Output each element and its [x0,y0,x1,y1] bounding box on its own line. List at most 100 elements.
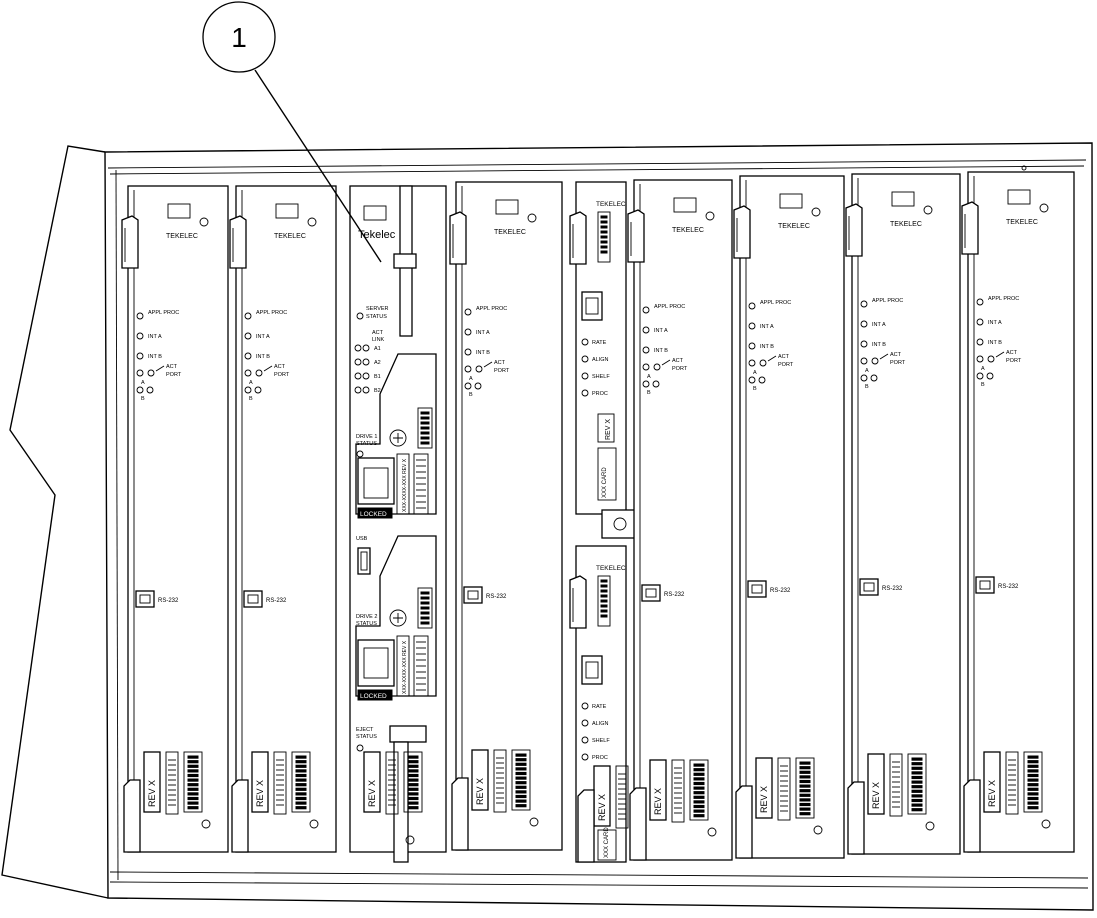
logo-window [363,205,387,221]
connector-pin [407,806,419,810]
connector-pin [600,584,608,588]
rj45-port-inner [645,588,657,598]
connector-box [511,749,531,811]
connector-box [1023,751,1043,813]
rj45-port-inner [467,590,479,600]
led-label-int-a: INT A [988,320,1002,326]
rev-label: REV X [605,419,612,440]
port-label-port: PORT [274,372,290,378]
half-led-label-proc: PROC [592,755,608,761]
screw-icon [309,819,319,829]
barcode-box [273,751,287,815]
connector-pin [1027,778,1039,782]
connector-pin [420,606,430,610]
connector-pin [693,781,705,786]
card-ejector [231,779,249,853]
connector-pin [693,791,705,795]
port-label-act: ACT [166,364,178,370]
led-indicator [642,380,650,388]
half-card-label: XXX CARD [604,827,610,858]
connector-pin [420,591,430,595]
led-label-int-b: INT B [988,340,1002,346]
led-indicator [356,744,364,752]
connector-pin [911,785,923,789]
led-indicator [581,389,589,397]
led-indicator [147,369,155,377]
locked-label: LOCKED [360,511,387,518]
rj45-port [135,590,155,608]
rev-label: REV X [475,778,485,805]
connector-pin [420,421,430,425]
led-indicator [642,346,650,354]
connector-pin [911,808,923,812]
card-logo: TEKELEC [778,223,810,230]
connector-pin [799,789,811,793]
card-latch [569,575,587,629]
rj45-port [859,578,879,596]
led-label-int-a: INT A [654,328,668,334]
drive-screw-cross [393,433,403,443]
led-label-int-a: INT A [256,334,270,340]
card-latch [627,209,645,263]
led-indicator [652,380,660,388]
led-indicator [244,352,252,360]
led-label-int-b: INT B [256,354,270,360]
drive-screw-cross [393,613,403,623]
screw-icon [1041,819,1051,829]
rj45-port-inner [751,584,763,594]
connector-pin [420,426,430,430]
logo-window [779,193,803,209]
locked-label: LOCKED [360,693,387,700]
card-ejector [735,785,753,859]
connector-pin [600,235,608,239]
rev-label-box [251,751,269,813]
connector-pin [420,436,430,440]
led-indicator [986,372,994,380]
led-label-appl-proc: APPL PROC [256,310,287,316]
card-ejector [847,781,865,855]
card-latch [449,211,467,265]
connector-pin [911,757,923,761]
port-label-b: B [469,392,473,398]
connector-pin [1027,783,1039,787]
card-ejector [451,777,469,851]
port-label-a: A [647,374,651,380]
card-faceplate [739,175,845,859]
screw-icon [527,213,537,223]
rev-label: REV X [871,782,881,809]
port-label-b: B [753,386,757,392]
port-label-act: ACT [274,364,286,370]
logo-window [275,203,299,219]
screw-icon [199,217,209,227]
lower-handle [393,741,409,863]
rev-label: REV X [367,780,377,807]
half-led-label-shelf: SHELF [592,374,610,380]
port-label-a: A [249,380,253,386]
led-label-appl-proc: APPL PROC [988,296,1019,302]
led-indicator [871,357,879,365]
eject-label: EJECT [356,727,374,733]
connector-pin [407,792,419,796]
connector-pin [600,614,608,618]
port-label-a2: A2 [374,360,381,366]
card-faceplate [967,171,1075,853]
connector-pin [1027,796,1039,801]
connector-pin [420,441,430,445]
rj45-port [975,576,995,594]
led-indicator [244,369,252,377]
connector-pin [693,800,705,804]
drive-rev-box [396,635,410,697]
card-ejector [577,789,595,863]
half-card-port-inner [585,297,599,315]
rev-label: REV X [987,780,997,807]
led-indicator [244,312,252,320]
connector-pin [1027,787,1039,791]
led-label-int-b: INT B [148,354,162,360]
server-status-label-2: STATUS [366,314,387,320]
connector-pin [420,431,430,435]
led-indicator [146,386,154,394]
card-logo: TEKELEC [494,229,526,236]
